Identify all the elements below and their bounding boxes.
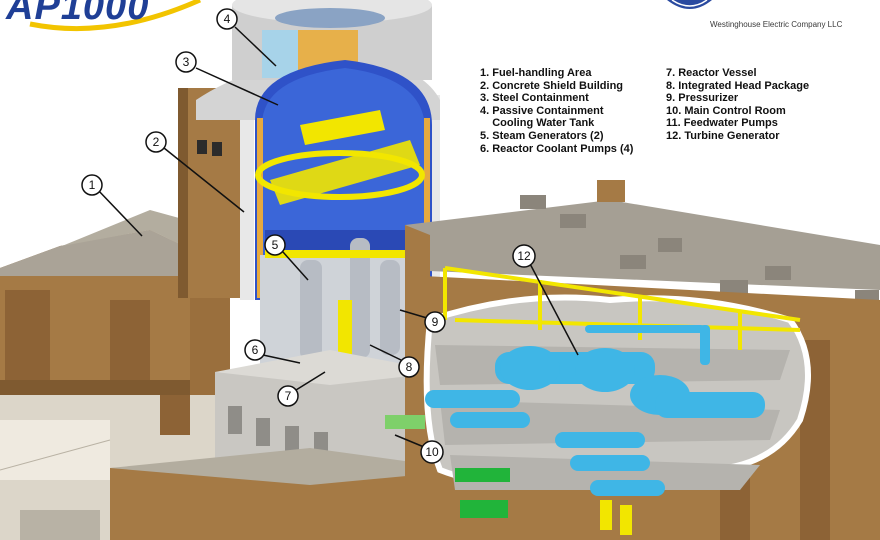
callout-8: 8	[398, 356, 420, 378]
callout-2: 2	[145, 131, 167, 153]
westinghouse-logo	[667, 0, 712, 9]
svg-text:1: 1	[89, 178, 96, 192]
callout-7: 7	[277, 385, 299, 407]
svg-text:7: 7	[285, 389, 292, 403]
legend-item: 1. Fuel-handling Area	[480, 67, 592, 79]
company-name: Westinghouse Electric Company LLC	[710, 20, 843, 29]
legend-item: 5. Steam Generators (2)	[480, 129, 604, 142]
callout-5: 5	[264, 234, 286, 256]
legend-item: 12. Turbine Generator	[666, 129, 780, 142]
callout-6: 6	[244, 339, 266, 361]
svg-text:8: 8	[406, 360, 413, 374]
fuel-handling-building	[0, 210, 230, 435]
legend-column-a: 1. Fuel-handling Area 2. Concrete Shield…	[480, 67, 660, 155]
legend-item: 9. Pressurizer	[666, 92, 739, 105]
callout-3: 3	[175, 51, 197, 73]
reactor-equipment	[260, 238, 430, 408]
callout-12: 12	[512, 244, 536, 268]
callout-10: 10	[420, 440, 444, 464]
legend-item: 4. Passive Containment	[480, 104, 604, 117]
turbine-generator-shape	[425, 325, 765, 496]
callout-4: 4	[216, 8, 238, 30]
legend-item: 3. Steel Containment	[480, 92, 589, 105]
callout-leaders	[96, 26, 579, 448]
callout-markers: 1 2 3 4 5 6 7 8 9 10 12	[81, 8, 536, 464]
svg-text:4: 4	[224, 12, 231, 26]
legend-item: 6. Reactor Coolant Pumps (4)	[480, 142, 634, 155]
svg-text:9: 9	[432, 315, 439, 329]
legend-item: 2. Concrete Shield Building	[480, 79, 624, 92]
svg-text:10: 10	[425, 445, 439, 459]
turbine-building	[385, 180, 880, 540]
legend-item: 10. Main Control Room	[666, 104, 786, 117]
callout-9: 9	[424, 311, 446, 333]
callout-1: 1	[81, 174, 103, 196]
legend-item: 11. Feedwater Pumps	[666, 117, 778, 130]
legend-item: 7. Reactor Vessel	[666, 67, 757, 79]
logo-swoosh	[29, 0, 202, 32]
svg-text:6: 6	[252, 343, 259, 357]
legend-item: 8. Integrated Head Package	[666, 79, 810, 92]
legend-item: Cooling Water Tank	[480, 117, 595, 130]
shield-building	[178, 0, 440, 300]
svg-text:12: 12	[517, 249, 531, 263]
svg-text:3: 3	[183, 55, 190, 69]
auxiliary-building	[20, 350, 470, 540]
legend-column-b: 7. Reactor Vessel 8. Integrated Head Pac…	[666, 67, 856, 143]
svg-text:2: 2	[153, 135, 160, 149]
svg-text:5: 5	[272, 238, 279, 252]
ap1000-logo-text: AP1000	[6, 0, 150, 28]
